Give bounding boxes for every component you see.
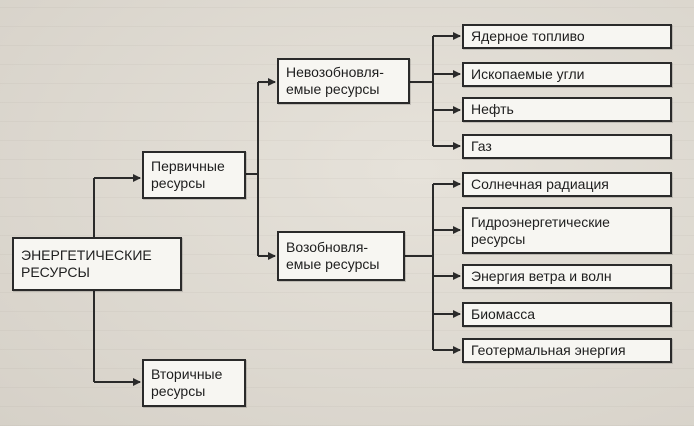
renewable-item-label: Геотермальная энергия	[471, 342, 626, 358]
secondary-resources-node: Вторичные ресурсы	[142, 359, 246, 407]
nonrenewable-item: Ядерное топливо	[462, 24, 672, 49]
renewable-item-label: Солнечная радиация	[471, 176, 609, 192]
nonrenewable-item: Ископаемые угли	[462, 62, 672, 87]
nonrenewable-item-label: Нефть	[471, 101, 514, 117]
renewable-item-label: Гидроэнергетические ресурсы	[471, 213, 610, 247]
nonrenewable-node: Невозобновля- емые ресурсы	[277, 58, 410, 104]
root-node: ЭНЕРГЕТИЧЕСКИЕ РЕСУРСЫ	[12, 237, 182, 291]
renewable-item-label: Биомасса	[471, 306, 535, 322]
renewable-item: Гидроэнергетические ресурсы	[462, 207, 672, 254]
nonrenewable-item-label: Ископаемые угли	[471, 66, 585, 82]
renewable-item: Биомасса	[462, 302, 672, 327]
nonrenewable-item: Газ	[462, 134, 672, 159]
nonrenewable-item: Нефть	[462, 97, 672, 122]
renewable-item: Солнечная радиация	[462, 172, 672, 197]
secondary-resources-label: Вторичные ресурсы	[151, 366, 223, 399]
primary-resources-label: Первичные ресурсы	[151, 158, 225, 191]
renewable-item-label: Энергия ветра и волн	[471, 268, 612, 284]
renewable-item: Энергия ветра и волн	[462, 264, 672, 289]
renewable-label: Возобновля- емые ресурсы	[286, 239, 380, 272]
nonrenewable-label: Невозобновля- емые ресурсы	[286, 64, 384, 97]
renewable-item: Геотермальная энергия	[462, 338, 672, 363]
nonrenewable-item-label: Газ	[471, 138, 492, 154]
root-label: ЭНЕРГЕТИЧЕСКИЕ РЕСУРСЫ	[21, 247, 152, 280]
renewable-node: Возобновля- емые ресурсы	[277, 231, 405, 281]
nonrenewable-item-label: Ядерное топливо	[471, 28, 585, 44]
primary-resources-node: Первичные ресурсы	[142, 151, 246, 199]
